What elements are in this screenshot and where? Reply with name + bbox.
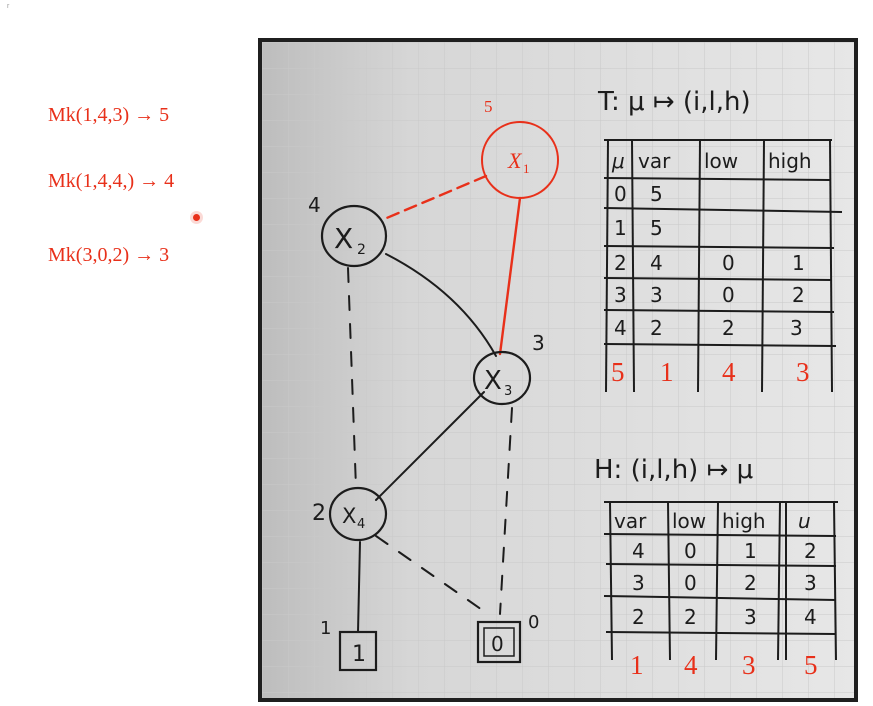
table-t-cell: 3	[650, 283, 663, 307]
table-t-cell: 4	[650, 251, 663, 275]
edge-x4-t0-low	[375, 535, 489, 615]
table-h-cell: 3	[632, 571, 645, 595]
table-h-new-u: 5	[804, 650, 818, 680]
table-t-header-mu: μ	[611, 149, 625, 173]
terminal-zero-index: 0	[528, 612, 539, 633]
terminal-zero-label: 0	[491, 632, 504, 656]
node-x4-label: X	[342, 504, 356, 528]
mk-call-3: Mk(3,0,2) → 3	[48, 244, 170, 266]
table-h-new-low: 4	[684, 650, 698, 680]
table-h-cell: 4	[804, 605, 817, 629]
table-t-header-low: low	[704, 149, 738, 173]
table-h-cell: 2	[744, 571, 757, 595]
table-h-cell: 0	[684, 539, 697, 563]
table-t-cell: 2	[792, 283, 805, 307]
table-t-grid	[603, 139, 843, 393]
node-x1-label: X	[507, 148, 523, 173]
table-h-title: H: (i,l,h) ↦ μ	[594, 455, 753, 485]
node-x3-label: X	[484, 366, 502, 396]
edge-x3-t0-low	[499, 407, 513, 615]
table-h-cell: 3	[804, 571, 817, 595]
table-t-new-var: 1	[660, 357, 674, 387]
terminal-one: 1 1	[320, 618, 378, 672]
table-t-cell: 2	[650, 316, 663, 340]
edge-x4-t1-high	[357, 541, 361, 633]
node-x2: X 2 4	[308, 193, 388, 268]
table-h: H: (i,l,h) ↦ μ var low high u 4	[594, 455, 838, 680]
table-t-cell: 5	[650, 182, 663, 206]
mk-call-2: Mk(1,4,4,) → 4	[48, 170, 175, 192]
table-t-cell: 0	[722, 283, 735, 307]
edge-x1-x2-low	[380, 174, 488, 222]
table-t-cell: 4	[614, 316, 627, 340]
node-x1-index: 5	[484, 97, 493, 116]
corner-mark: r	[7, 3, 10, 10]
table-h-cell: 3	[744, 605, 757, 629]
table-t-cell: 0	[722, 251, 735, 275]
table-h-header-low: low	[672, 509, 706, 533]
node-x4-index: 2	[312, 501, 326, 526]
table-t-cell: 0	[614, 182, 627, 206]
terminal-one-label: 1	[352, 642, 366, 667]
table-t-cell: 1	[792, 251, 805, 275]
table-t-cell: 5	[650, 216, 663, 240]
table-t-new-mu: 5	[611, 357, 625, 387]
pointer-marker	[193, 214, 200, 221]
node-x4: X 4 2	[312, 486, 388, 542]
table-t-header-high: high	[768, 149, 812, 173]
table-t-cell: 2	[722, 316, 735, 340]
table-h-cell: 2	[804, 539, 817, 563]
node-x1-sub: 1	[523, 161, 530, 176]
table-t-cell: 3	[614, 283, 627, 307]
edge-x3-x4-high	[375, 391, 485, 501]
table-t-cell: 1	[614, 216, 627, 240]
edge-x2-x4-low	[347, 267, 357, 489]
table-t-cell: 3	[790, 316, 803, 340]
table-t-title: T: μ ↦ (i,l,h)	[597, 87, 751, 117]
mk-call-1: Mk(1,4,3) → 5	[48, 104, 170, 126]
table-h-grid	[603, 501, 838, 661]
node-x3: X 3 3	[472, 331, 545, 406]
table-h-header-high: high	[722, 509, 766, 533]
table-h-header-var: var	[614, 509, 647, 533]
table-t-new-low: 4	[722, 357, 736, 387]
edge-x2-x3-high	[385, 253, 497, 357]
table-h-new-var: 1	[630, 650, 644, 680]
table-h-cell: 2	[632, 605, 645, 629]
table-t: T: μ ↦ (i,l,h) μ var low high	[597, 87, 843, 393]
node-x2-sub: 2	[357, 242, 366, 258]
node-x3-index: 3	[532, 331, 545, 355]
table-h-header-u: u	[798, 509, 811, 533]
node-x1: X 1 5	[481, 97, 559, 199]
terminal-one-index: 1	[320, 618, 331, 639]
node-x3-sub: 3	[504, 384, 512, 399]
table-t-new-high: 3	[796, 357, 810, 387]
table-h-new-high: 3	[742, 650, 756, 680]
table-h-cell: 2	[684, 605, 697, 629]
edge-x1-x3-high	[498, 196, 522, 356]
table-h-cell: 0	[684, 571, 697, 595]
table-t-cell: 2	[614, 251, 627, 275]
node-x2-label: X	[334, 222, 353, 255]
table-t-header-var: var	[638, 149, 671, 173]
node-x2-index: 4	[308, 193, 321, 217]
node-x4-sub: 4	[357, 517, 365, 532]
table-h-cell: 1	[744, 539, 757, 563]
table-h-cell: 4	[632, 539, 645, 563]
terminal-zero: 0 0	[476, 612, 539, 664]
